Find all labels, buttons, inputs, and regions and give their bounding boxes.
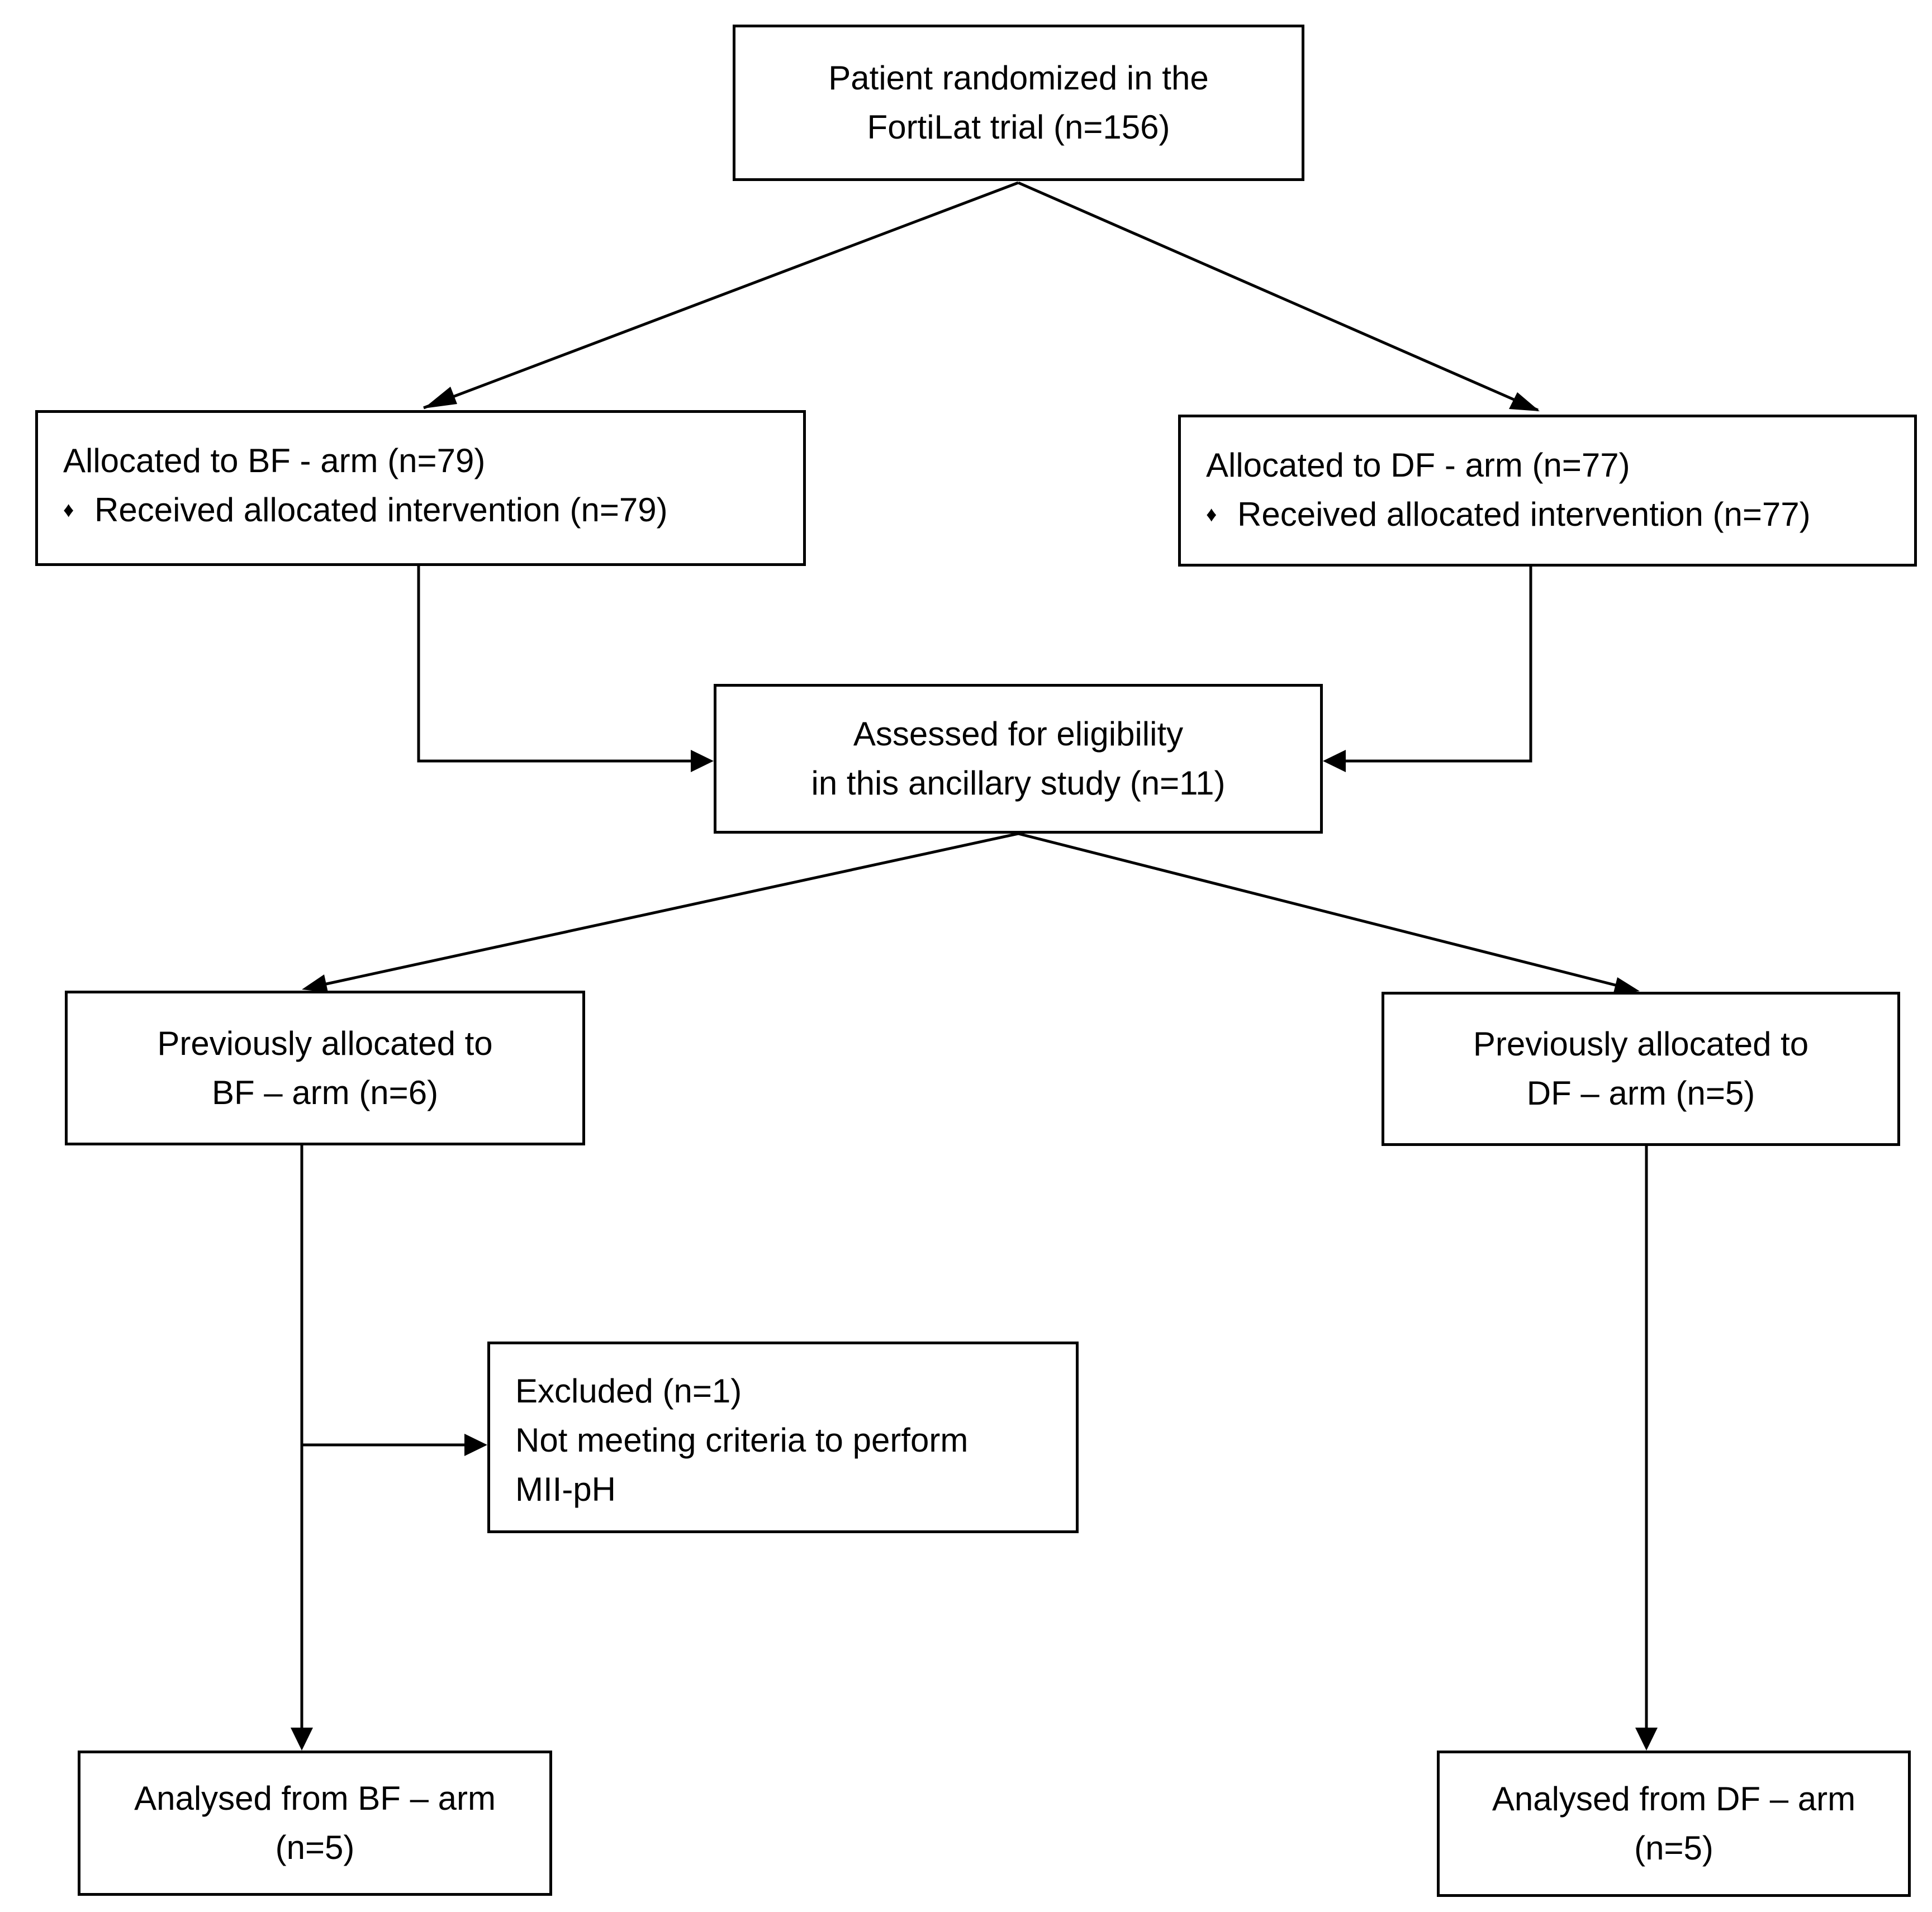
analysed-df-line-1: Analysed from DF – arm (1492, 1780, 1856, 1818)
prev-df-line-2: DF – arm (n=5) (1526, 1074, 1755, 1112)
analysed-df-box: Analysed from DF – arm (n=5) (1437, 1751, 1911, 1897)
arrowhead-randomized-to-bf (424, 387, 457, 408)
previously-allocated-df-box: Previously allocated to DF – arm (n=5) (1382, 992, 1900, 1146)
bf-arm-allocation-box: Allocated to BF - arm (n=79) ♦ Received a… (35, 410, 806, 566)
assessed-line-1: Assessed for eligibility (853, 715, 1184, 753)
arrow-randomized-to-df (1017, 181, 1539, 412)
assessed-line-2: in this ancillary study (n=11) (811, 764, 1226, 802)
df-arm-received-row: ♦ Received allocated intervention (n=77) (1206, 490, 1914, 541)
arrowhead-prev-df-to-analysed (1635, 1728, 1658, 1751)
excluded-line-2: Not meeting criteria to perform (515, 1421, 969, 1459)
arrow-assessed-to-prev-bf (318, 832, 1019, 987)
arrowhead-randomized-to-df (1509, 392, 1540, 411)
arrow-assessed-to-prev-df (1018, 832, 1622, 988)
previously-allocated-bf-box: Previously allocated to BF – arm (n=6) (65, 991, 585, 1145)
arrowhead-assessed-to-prev-df (1613, 977, 1640, 995)
connector-df-to-assessed (1341, 565, 1532, 763)
prev-bf-line-1: Previously allocated to (157, 1024, 493, 1062)
randomized-box: Patient randomized in the FortiLat trial… (733, 25, 1304, 181)
arrowhead-bf-to-assessed (691, 750, 714, 772)
df-arm-received-text: Received allocated intervention (n=77) (1237, 496, 1811, 533)
diamond-bullet-icon: ♦ (1206, 503, 1217, 527)
arrowhead-assessed-to-prev-bf (302, 974, 328, 992)
excluded-box: Excluded (n=1) Not meeting criteria to p… (487, 1342, 1079, 1533)
bf-arm-received-row: ♦ Received allocated intervention (n=79) (63, 486, 803, 537)
df-arm-allocation-box: Allocated to DF - arm (n=77) ♦ Received a… (1178, 415, 1917, 567)
randomized-line-1: Patient randomized in the (828, 59, 1209, 97)
arrowhead-df-to-assessed (1323, 750, 1346, 772)
analysed-df-line-2: (n=5) (1634, 1829, 1713, 1867)
diamond-bullet-icon: ♦ (63, 498, 74, 522)
randomized-line-2: FortiLat trial (n=156) (867, 108, 1170, 146)
assessed-eligibility-box: Assessed for eligibility in this ancilla… (714, 684, 1323, 834)
arrowhead-prev-bf-to-analysed (291, 1728, 313, 1751)
bf-arm-allocated-text: Allocated to BF - arm (n=79) (63, 442, 486, 479)
analysed-bf-box: Analysed from BF – arm (n=5) (78, 1751, 552, 1896)
df-arm-allocated-text: Allocated to DF - arm (n=77) (1206, 446, 1630, 484)
arrow-randomized-to-bf (423, 181, 1019, 410)
prev-df-line-1: Previously allocated to (1473, 1025, 1809, 1063)
prev-bf-line-2: BF – arm (n=6) (211, 1073, 439, 1111)
arrowhead-to-excluded (464, 1434, 487, 1456)
analysed-bf-line-1: Analysed from BF – arm (134, 1780, 496, 1817)
excluded-line-1: Excluded (n=1) (515, 1372, 742, 1410)
bf-arm-received-text: Received allocated intervention (n=79) (94, 491, 668, 529)
excluded-line-3: MII-pH (515, 1471, 616, 1508)
connector-bf-to-assessed (417, 565, 695, 763)
analysed-bf-line-2: (n=5) (275, 1829, 355, 1866)
